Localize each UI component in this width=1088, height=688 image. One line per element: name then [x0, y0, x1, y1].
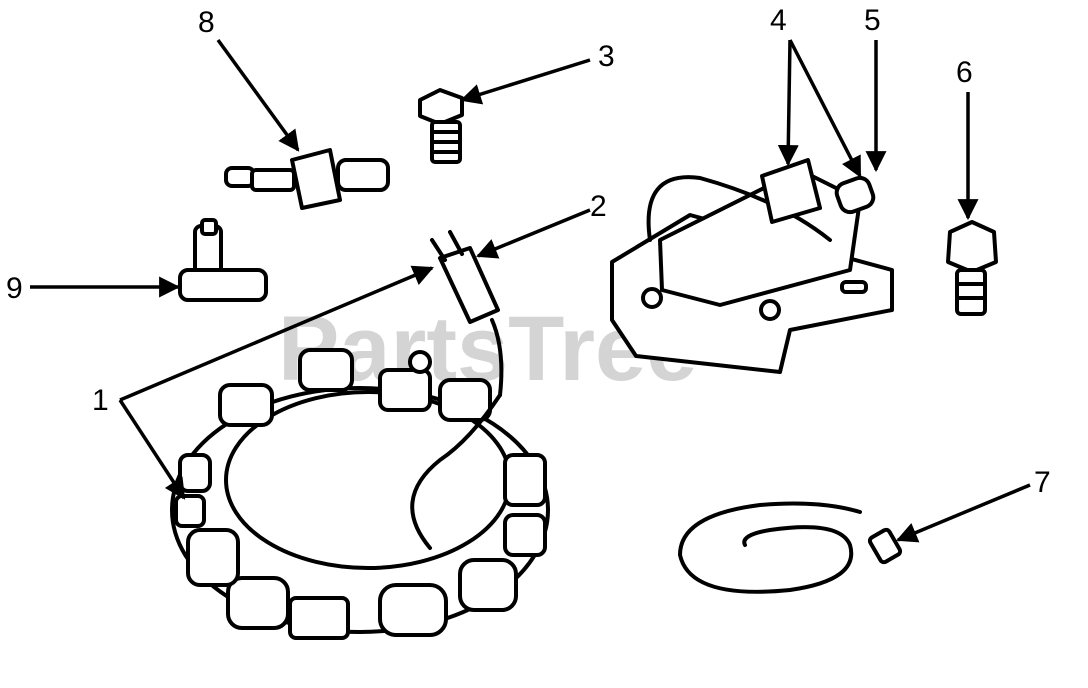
callout-2: 2: [590, 190, 607, 223]
leader-4a: [777, 39, 799, 167]
leader-8: [216, 38, 300, 152]
callout-5: 5: [864, 4, 881, 37]
callout-1: 1: [92, 384, 109, 417]
leader-4b: [788, 39, 862, 178]
ground-wire-drawing: [677, 501, 903, 594]
bolt-drawing: [418, 88, 464, 164]
leader-2: [476, 208, 591, 259]
tee-fitting-drawing: [178, 218, 268, 302]
callout-7: 7: [1034, 466, 1051, 499]
stator-connector-plug-drawing: [430, 230, 500, 324]
stator-alternator-drawing: [170, 348, 550, 640]
callout-9: 9: [6, 272, 23, 305]
callout-8: 8: [198, 6, 215, 39]
leader-lines: [30, 38, 1031, 543]
leader-3: [459, 58, 591, 105]
coil-mounting-screw-drawing: [946, 220, 998, 316]
callout-4: 4: [770, 4, 787, 37]
oil-pressure-switch-drawing: [224, 148, 390, 210]
callout-6: 6: [956, 56, 973, 89]
ignition-coil-drawing: [610, 158, 894, 374]
callout-3: 3: [598, 40, 615, 73]
leader-1b: [118, 399, 186, 500]
leader-1a: [119, 265, 434, 402]
callout-labels: 8 3 2 9 1 4 5 6 7: [6, 4, 1051, 499]
leader-7: [896, 483, 1031, 543]
